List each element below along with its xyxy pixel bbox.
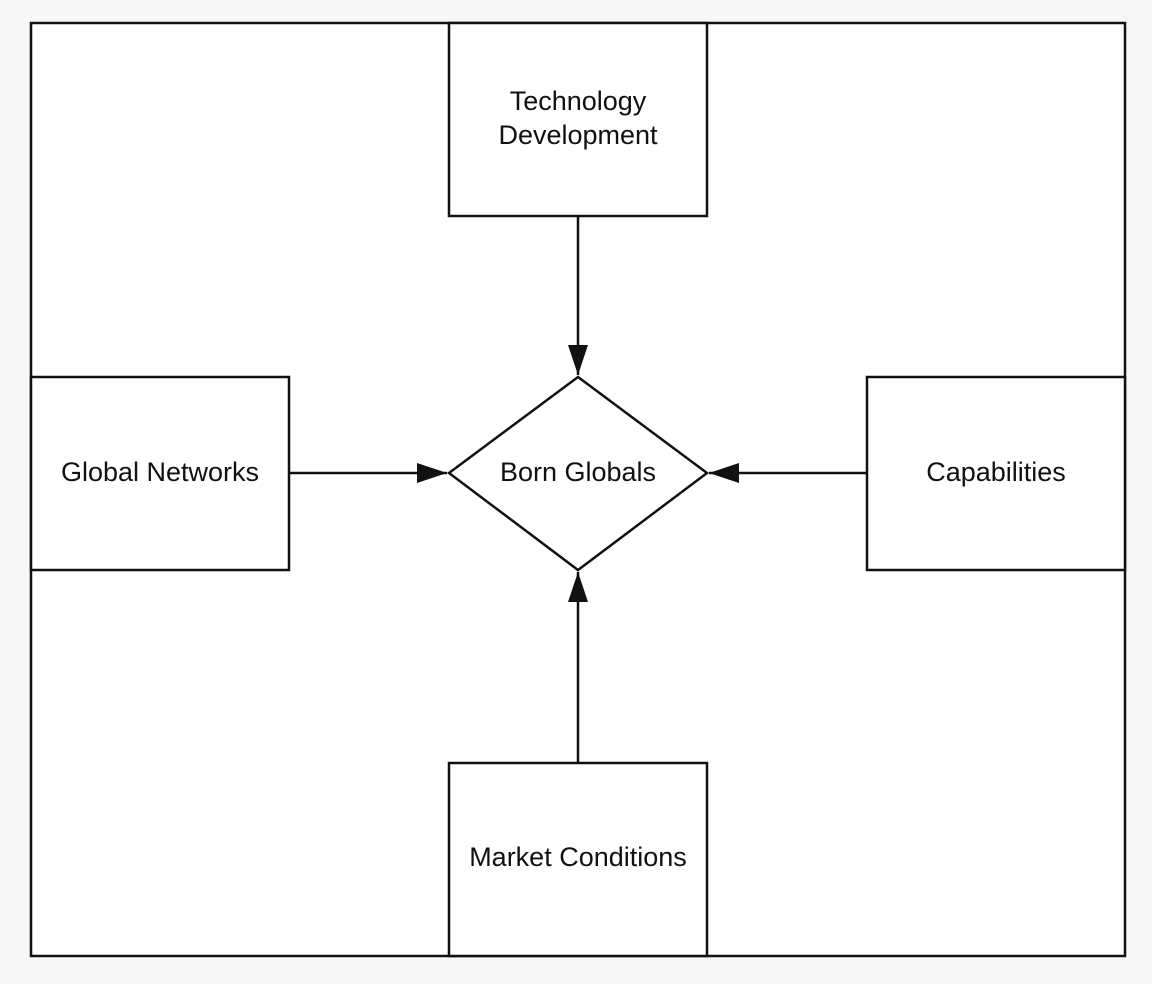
node-global-networks-box: [29, 375, 291, 572]
node-born-globals-label: Born Globals: [500, 457, 656, 487]
node-global-networks-label: Global Networks: [61, 457, 259, 487]
node-market-conditions: Market Conditions: [447, 761, 709, 958]
node-technology-development-box: [447, 21, 709, 218]
node-born-globals: Born Globals: [446, 375, 710, 572]
node-born-globals-diamond: [446, 375, 710, 572]
node-global-networks: Global Networks: [29, 375, 291, 572]
node-technology-development: Technology Development: [447, 21, 709, 218]
node-capabilities-box: [865, 375, 1127, 572]
node-capabilities-label: Capabilities: [926, 457, 1066, 487]
node-technology-development-label-line1: Technology: [510, 86, 647, 116]
node-market-conditions-label: Market Conditions: [469, 842, 687, 872]
node-capabilities: Capabilities: [865, 375, 1127, 572]
node-technology-development-label-line2: Development: [498, 120, 658, 150]
node-market-conditions-box: [447, 761, 709, 958]
